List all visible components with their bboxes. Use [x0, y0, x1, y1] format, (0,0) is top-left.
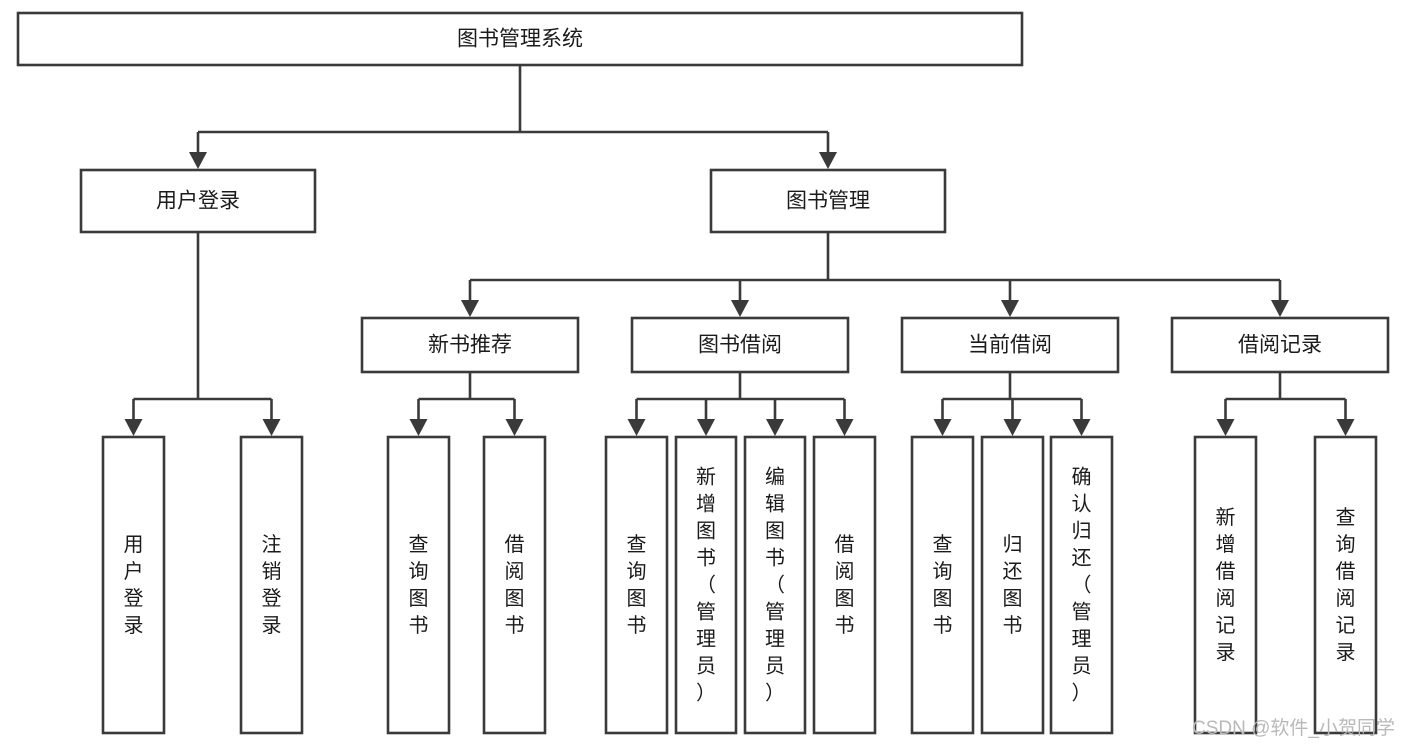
arrow-head-icon	[1003, 419, 1022, 436]
node-l-6[interactable]: 新增图书（管理员）	[674, 435, 738, 735]
node-label: 用户登录	[124, 534, 144, 637]
node-box	[360, 316, 580, 374]
node-box	[101, 435, 166, 735]
node-label: 查询借阅记录	[1336, 506, 1356, 664]
arrow-head-icon	[933, 419, 952, 436]
node-box	[910, 435, 975, 735]
arrow-head-icon	[409, 419, 428, 436]
arrow-head-icon	[731, 300, 749, 317]
arrow-head-icon	[505, 419, 524, 436]
node-label: 借阅记录	[1238, 334, 1322, 357]
node-l-7[interactable]: 编辑图书（管理员）	[743, 435, 807, 735]
node-l-5[interactable]: 查询图书	[604, 435, 669, 735]
csdn-watermark: CSDN @软件_小贺同学	[1192, 717, 1395, 739]
arrow-head-icon	[1271, 300, 1289, 317]
edge-from-n-book	[461, 232, 1289, 317]
node-label: 借阅图书	[835, 533, 855, 637]
arrow-head-icon	[461, 300, 479, 317]
node-n-borrow[interactable]: 图书借阅	[630, 316, 850, 374]
arrow-head-icon	[1336, 419, 1355, 436]
node-box	[482, 435, 547, 735]
node-box	[1193, 435, 1258, 735]
node-l-2[interactable]: 注销登录	[239, 435, 304, 735]
arrow-head-icon	[835, 419, 854, 436]
edge-from-n-login	[124, 232, 281, 436]
node-label: 图书借阅	[698, 334, 782, 357]
node-n-cur[interactable]: 当前借阅	[900, 316, 1120, 374]
node-box	[1313, 435, 1378, 735]
node-n-login[interactable]: 用户登录	[79, 168, 317, 234]
node-box	[1049, 435, 1114, 735]
arrow-head-icon	[1216, 419, 1235, 436]
node-l-3[interactable]: 查询图书	[386, 435, 451, 735]
node-l-9[interactable]: 查询图书	[910, 435, 975, 735]
node-label: 注销登录	[262, 533, 282, 637]
node-box	[900, 316, 1120, 374]
node-box	[980, 435, 1045, 735]
node-label: 借阅图书	[505, 533, 525, 637]
node-l-1[interactable]: 用户登录	[101, 435, 166, 735]
node-l-13[interactable]: 查询借阅记录	[1313, 435, 1378, 735]
node-box	[630, 316, 850, 374]
arrow-head-icon	[124, 419, 143, 436]
connector-layer	[124, 65, 1355, 436]
node-label: 编辑图书（管理员）	[765, 466, 785, 705]
arrow-head-icon	[766, 419, 784, 436]
arrow-head-icon	[189, 152, 207, 169]
node-box	[812, 435, 877, 735]
node-label: 用户登录	[156, 190, 240, 213]
arrow-head-icon	[697, 419, 715, 436]
edge-from-n-new	[409, 372, 524, 436]
edge-from-n-cur	[933, 372, 1091, 436]
node-label: 图书管理	[786, 190, 870, 213]
node-label: 查询图书	[933, 533, 953, 637]
node-l-12[interactable]: 新增借阅记录	[1193, 435, 1258, 735]
node-l-10[interactable]: 归还图书	[980, 435, 1045, 735]
arrow-head-icon	[627, 419, 646, 436]
node-n-rec[interactable]: 借阅记录	[1170, 316, 1390, 374]
node-label: 新增借阅记录	[1216, 506, 1236, 664]
node-l-11[interactable]: 确认归还（管理员）	[1049, 435, 1114, 735]
node-label: 查询图书	[409, 533, 429, 637]
node-box	[604, 435, 669, 735]
arrow-head-icon	[262, 419, 281, 436]
arrow-head-icon	[819, 152, 837, 169]
edge-from-n-borrow	[627, 372, 854, 436]
node-l-8[interactable]: 借阅图书	[812, 435, 877, 735]
node-label: 当前借阅	[968, 334, 1052, 357]
node-n-new[interactable]: 新书推荐	[360, 316, 580, 374]
node-box	[1170, 316, 1390, 374]
arrow-head-icon	[1001, 300, 1019, 317]
node-box	[674, 435, 738, 735]
arrow-head-icon	[1072, 419, 1091, 436]
edge-from-root	[189, 65, 837, 169]
node-layer: 图书管理系统用户登录图书管理新书推荐图书借阅当前借阅借阅记录用户登录注销登录查询…	[16, 11, 1390, 735]
node-box	[709, 168, 947, 234]
node-box	[239, 435, 304, 735]
node-l-4[interactable]: 借阅图书	[482, 435, 547, 735]
node-box	[743, 435, 807, 735]
node-label: 确认归还（管理员）	[1072, 466, 1092, 705]
node-label: 新书推荐	[428, 334, 512, 357]
node-box	[16, 11, 1024, 67]
node-label: 新增图书（管理员）	[696, 466, 716, 705]
node-label: 归还图书	[1003, 533, 1023, 637]
node-box	[386, 435, 451, 735]
node-label: 图书管理系统	[457, 28, 583, 51]
node-label: 查询图书	[627, 533, 647, 637]
node-root[interactable]: 图书管理系统	[16, 11, 1024, 67]
node-box	[79, 168, 317, 234]
node-n-book[interactable]: 图书管理	[709, 168, 947, 234]
edge-from-n-rec	[1216, 372, 1355, 436]
